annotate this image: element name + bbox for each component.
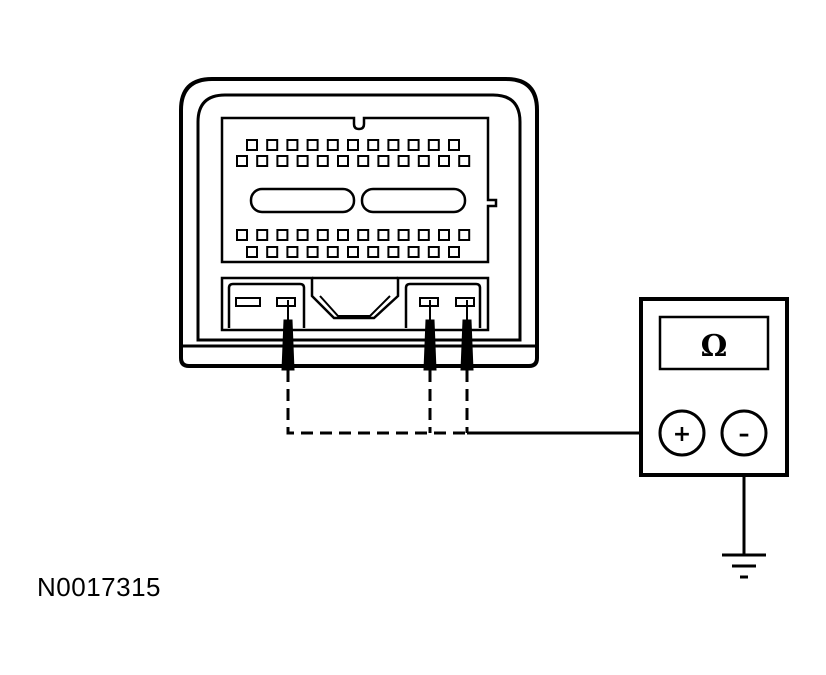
- pin-hole: [347, 246, 359, 258]
- pin-hole: [316, 229, 329, 241]
- positive-terminal: [658, 409, 706, 457]
- pin-hole: [266, 139, 279, 151]
- pin-hole: [367, 246, 380, 258]
- pin-hole: [377, 229, 390, 241]
- connector: [179, 77, 539, 368]
- pin-hole: [306, 246, 319, 258]
- pin-hole: [276, 229, 289, 241]
- pin-hole: [286, 139, 299, 151]
- ohmmeter: Ω + –: [639, 297, 789, 477]
- pin-hole: [296, 229, 309, 241]
- probe-right: [460, 300, 474, 371]
- probe-middle: [423, 300, 437, 371]
- connector-cavity-dip: [319, 295, 391, 317]
- dashed-lead-path: [286, 370, 469, 435]
- pin-hole: [256, 155, 269, 167]
- connector-outer-shell: [179, 77, 539, 368]
- pin-hole: [417, 229, 430, 241]
- pin-hole: [397, 229, 410, 241]
- connector-latch-left: [227, 282, 306, 328]
- test-probes: [281, 300, 474, 371]
- connector-latch-right: [404, 282, 482, 328]
- ground-icon: [722, 553, 766, 579]
- negative-terminal-label: –: [739, 422, 750, 447]
- pin-hole: [326, 139, 339, 151]
- connector-oval-slot-right: [360, 187, 467, 214]
- pin-hole: [316, 155, 329, 167]
- pin-hole: [438, 229, 450, 241]
- terminal-slot: [235, 297, 261, 307]
- figure-id: N0017315: [37, 572, 161, 602]
- pin-hole: [448, 246, 460, 258]
- connector-pin-face: [220, 116, 498, 264]
- pin-hole: [246, 139, 258, 151]
- connector-inner-frame: [196, 93, 522, 342]
- pin-hole: [266, 246, 279, 258]
- terminal-slot: [455, 297, 475, 307]
- pin-hole: [286, 246, 299, 258]
- pin-hole: [387, 246, 400, 258]
- probe-left: [281, 300, 295, 371]
- pin-hole: [407, 139, 420, 151]
- ohmmeter-display: [658, 315, 770, 371]
- connector-lower-cavity: [220, 276, 490, 332]
- pin-hole: [326, 246, 339, 258]
- pin-hole: [458, 229, 471, 241]
- pin-hole: [397, 155, 410, 167]
- pin-hole: [357, 155, 370, 167]
- pin-hole: [276, 155, 289, 167]
- pin-hole: [347, 139, 359, 151]
- pin-hole: [296, 155, 309, 167]
- pin-hole: [337, 155, 349, 167]
- pin-hole: [367, 139, 380, 151]
- pin-hole: [438, 155, 450, 167]
- terminal-slot: [276, 297, 296, 307]
- positive-terminal-label: +: [673, 422, 691, 447]
- pin-hole: [387, 139, 400, 151]
- pin-hole: [377, 155, 390, 167]
- pin-hole: [417, 155, 430, 167]
- negative-terminal: [720, 409, 768, 457]
- pin-hole: [236, 155, 248, 167]
- pin-hole: [236, 229, 248, 241]
- ohm-symbol: Ω: [701, 329, 728, 364]
- pin-hole: [337, 229, 349, 241]
- connector-pin-holes: [235, 139, 475, 307]
- pin-hole: [306, 139, 319, 151]
- pin-hole: [246, 246, 258, 258]
- pin-hole: [448, 139, 460, 151]
- pin-hole: [357, 229, 370, 241]
- connector-oval-slot-left: [249, 187, 356, 214]
- pin-hole: [256, 229, 269, 241]
- pin-hole: [458, 155, 471, 167]
- pin-hole: [427, 139, 440, 151]
- pin-hole: [427, 246, 440, 258]
- pin-hole: [407, 246, 420, 258]
